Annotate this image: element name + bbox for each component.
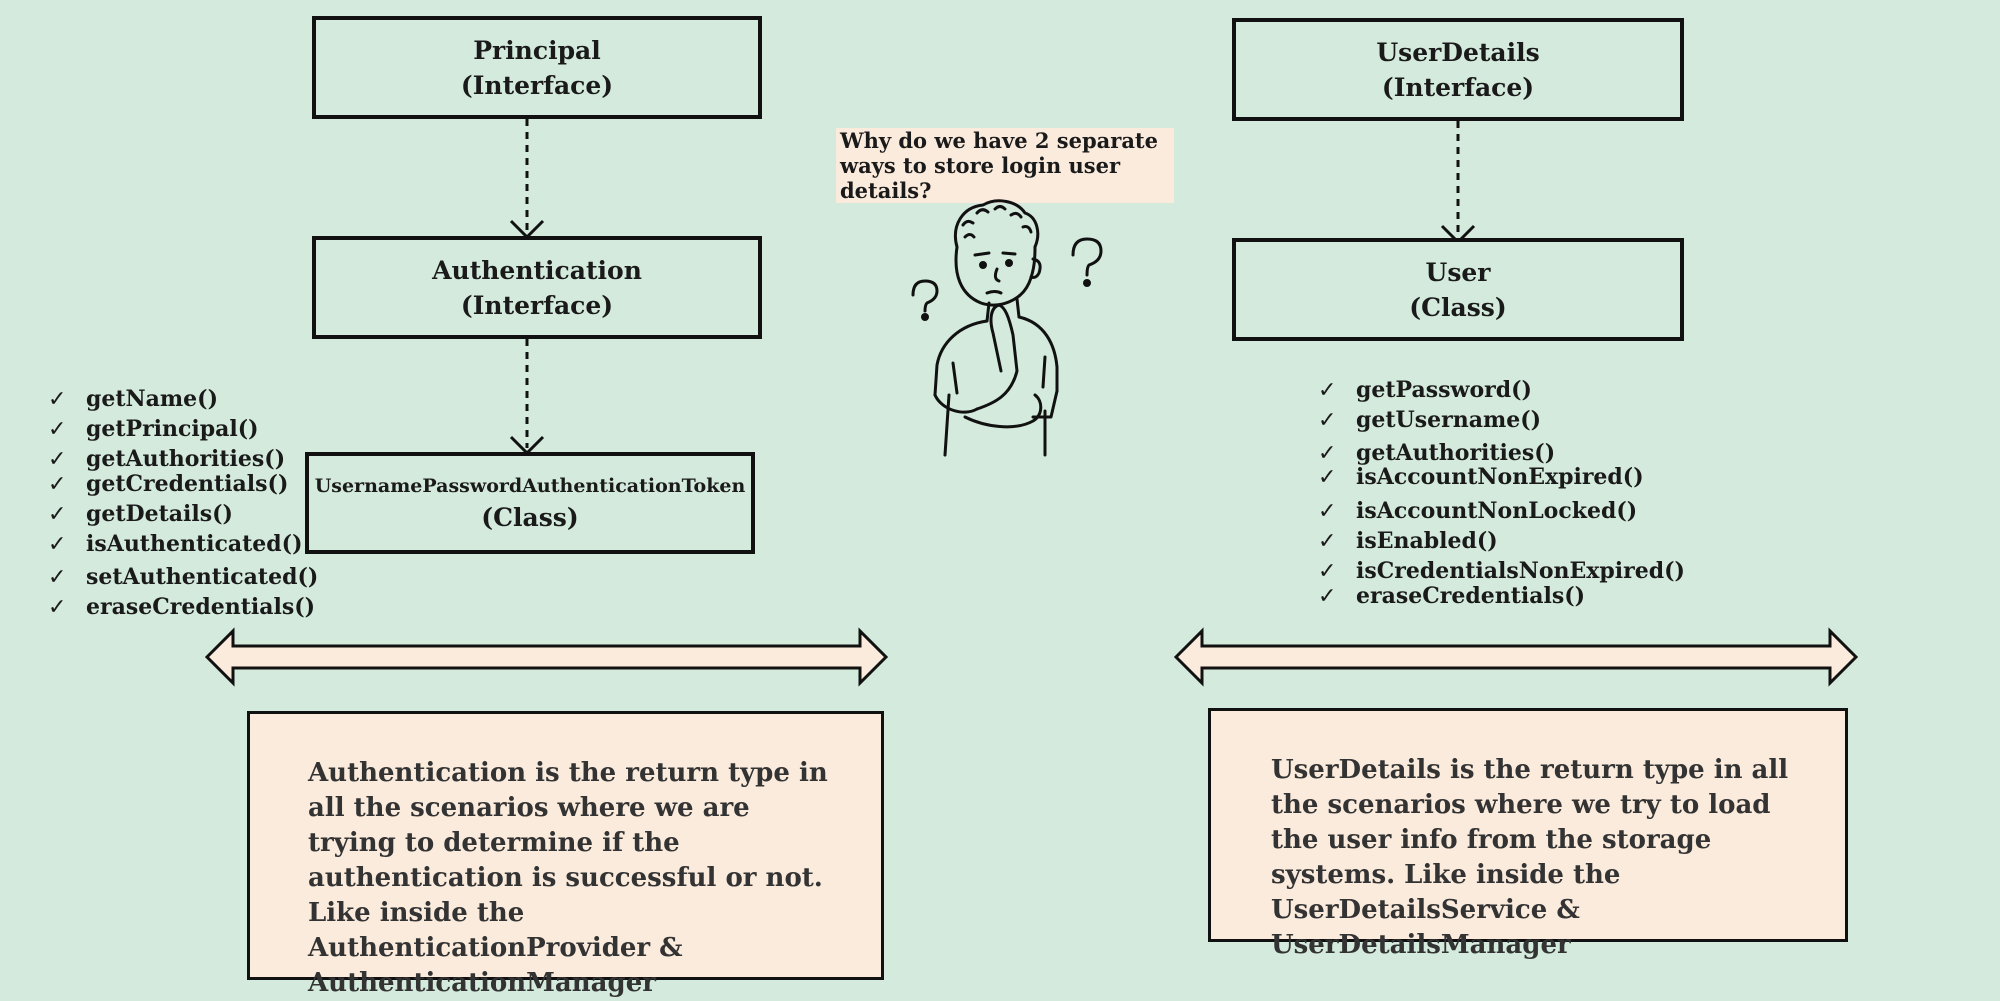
method-label: setAuthenticated() [86,564,319,590]
method-label: isAccountNonExpired() [1356,464,1644,490]
method-item: ✓ getPassword() [1318,377,1532,403]
method-label: getDetails() [86,501,233,527]
check-icon: ✓ [1318,465,1337,490]
check-icon: ✓ [48,532,67,557]
method-item: ✓ eraseCredentials() [48,594,315,620]
token-title: UsernamePasswordAuthenticationToken [314,474,746,497]
check-icon: ✓ [1318,441,1337,466]
check-icon: ✓ [48,417,67,442]
check-icon: ✓ [48,502,67,527]
method-label: eraseCredentials() [1356,583,1586,609]
check-icon: ✓ [1318,529,1337,554]
authentication-box: Authentication (Interface) [312,236,762,339]
method-label: getUsername() [1356,407,1542,433]
principal-kind: (Interface) [460,70,614,100]
userdetails-note: UserDetails is the return type in all th… [1208,708,1848,960]
authentication-kind: (Interface) [460,290,614,320]
method-item: ✓ isEnabled() [1318,528,1498,554]
method-item: ✓ isAccountNonExpired() [1318,464,1644,490]
method-label: getAuthorities() [86,446,286,472]
method-label: getPrincipal() [86,416,259,442]
check-icon: ✓ [48,447,67,472]
token-kind: (Class) [481,502,579,532]
method-label: getPassword() [1356,377,1532,403]
method-item: ✓ getAuthorities() [1318,440,1555,466]
userdetails-title: UserDetails [1376,37,1540,67]
check-icon: ✓ [1318,559,1337,584]
method-label: getName() [86,386,218,412]
check-icon: ✓ [1318,584,1337,609]
check-icon: ✓ [48,387,67,412]
method-label: getAuthorities() [1356,440,1556,466]
check-icon: ✓ [48,595,67,620]
authentication-note: Authentication is the return type in all… [247,711,884,998]
check-icon: ✓ [1318,378,1337,403]
method-item: ✓ setAuthenticated() [48,564,318,590]
authentication-note-text: Authentication is the return type in all… [308,758,828,998]
userdetails-kind: (Interface) [1381,72,1535,102]
check-icon: ✓ [48,472,67,497]
userdetails-box: UserDetails (Interface) [1232,18,1684,121]
method-label: isEnabled() [1356,528,1498,554]
authentication-title: Authentication [432,255,642,285]
method-label: isCredentialsNonExpired() [1356,558,1685,584]
principal-box: Principal (Interface) [312,16,762,119]
method-label: getCredentials() [86,471,289,497]
check-icon: ✓ [48,565,67,590]
method-item: ✓ getPrincipal() [48,416,259,442]
userdetails-note-text: UserDetails is the return type in all th… [1271,755,1789,960]
method-item: ✓ isAccountNonLocked() [1318,498,1637,524]
method-label: isAuthenticated() [86,531,303,557]
method-item: ✓ eraseCredentials() [1318,583,1585,609]
principal-title: Principal [473,35,601,65]
check-icon: ✓ [1318,499,1337,524]
method-item: ✓ getAuthorities() [48,446,285,472]
user-kind: (Class) [1409,292,1507,322]
method-item: ✓ getUsername() [1318,407,1541,433]
method-item: ✓ getDetails() [48,501,233,527]
method-item: ✓ isCredentialsNonExpired() [1318,558,1685,584]
question-callout: Why do we have 2 separate ways to store … [836,128,1174,203]
method-label: eraseCredentials() [86,594,316,620]
check-icon: ✓ [1318,408,1337,433]
method-item: ✓ getName() [48,386,218,412]
method-item: ✓ getCredentials() [48,471,288,497]
method-item: ✓ isAuthenticated() [48,531,303,557]
token-box: UsernamePasswordAuthenticationToken (Cla… [305,452,755,554]
double-arrow-left [204,627,889,687]
thinking-person-icon [911,199,1103,457]
double-arrow-right [1173,627,1859,687]
user-box: User (Class) [1232,238,1684,341]
user-title: User [1425,257,1491,287]
method-label: isAccountNonLocked() [1356,498,1638,524]
question-text: Why do we have 2 separate ways to store … [840,128,1158,203]
